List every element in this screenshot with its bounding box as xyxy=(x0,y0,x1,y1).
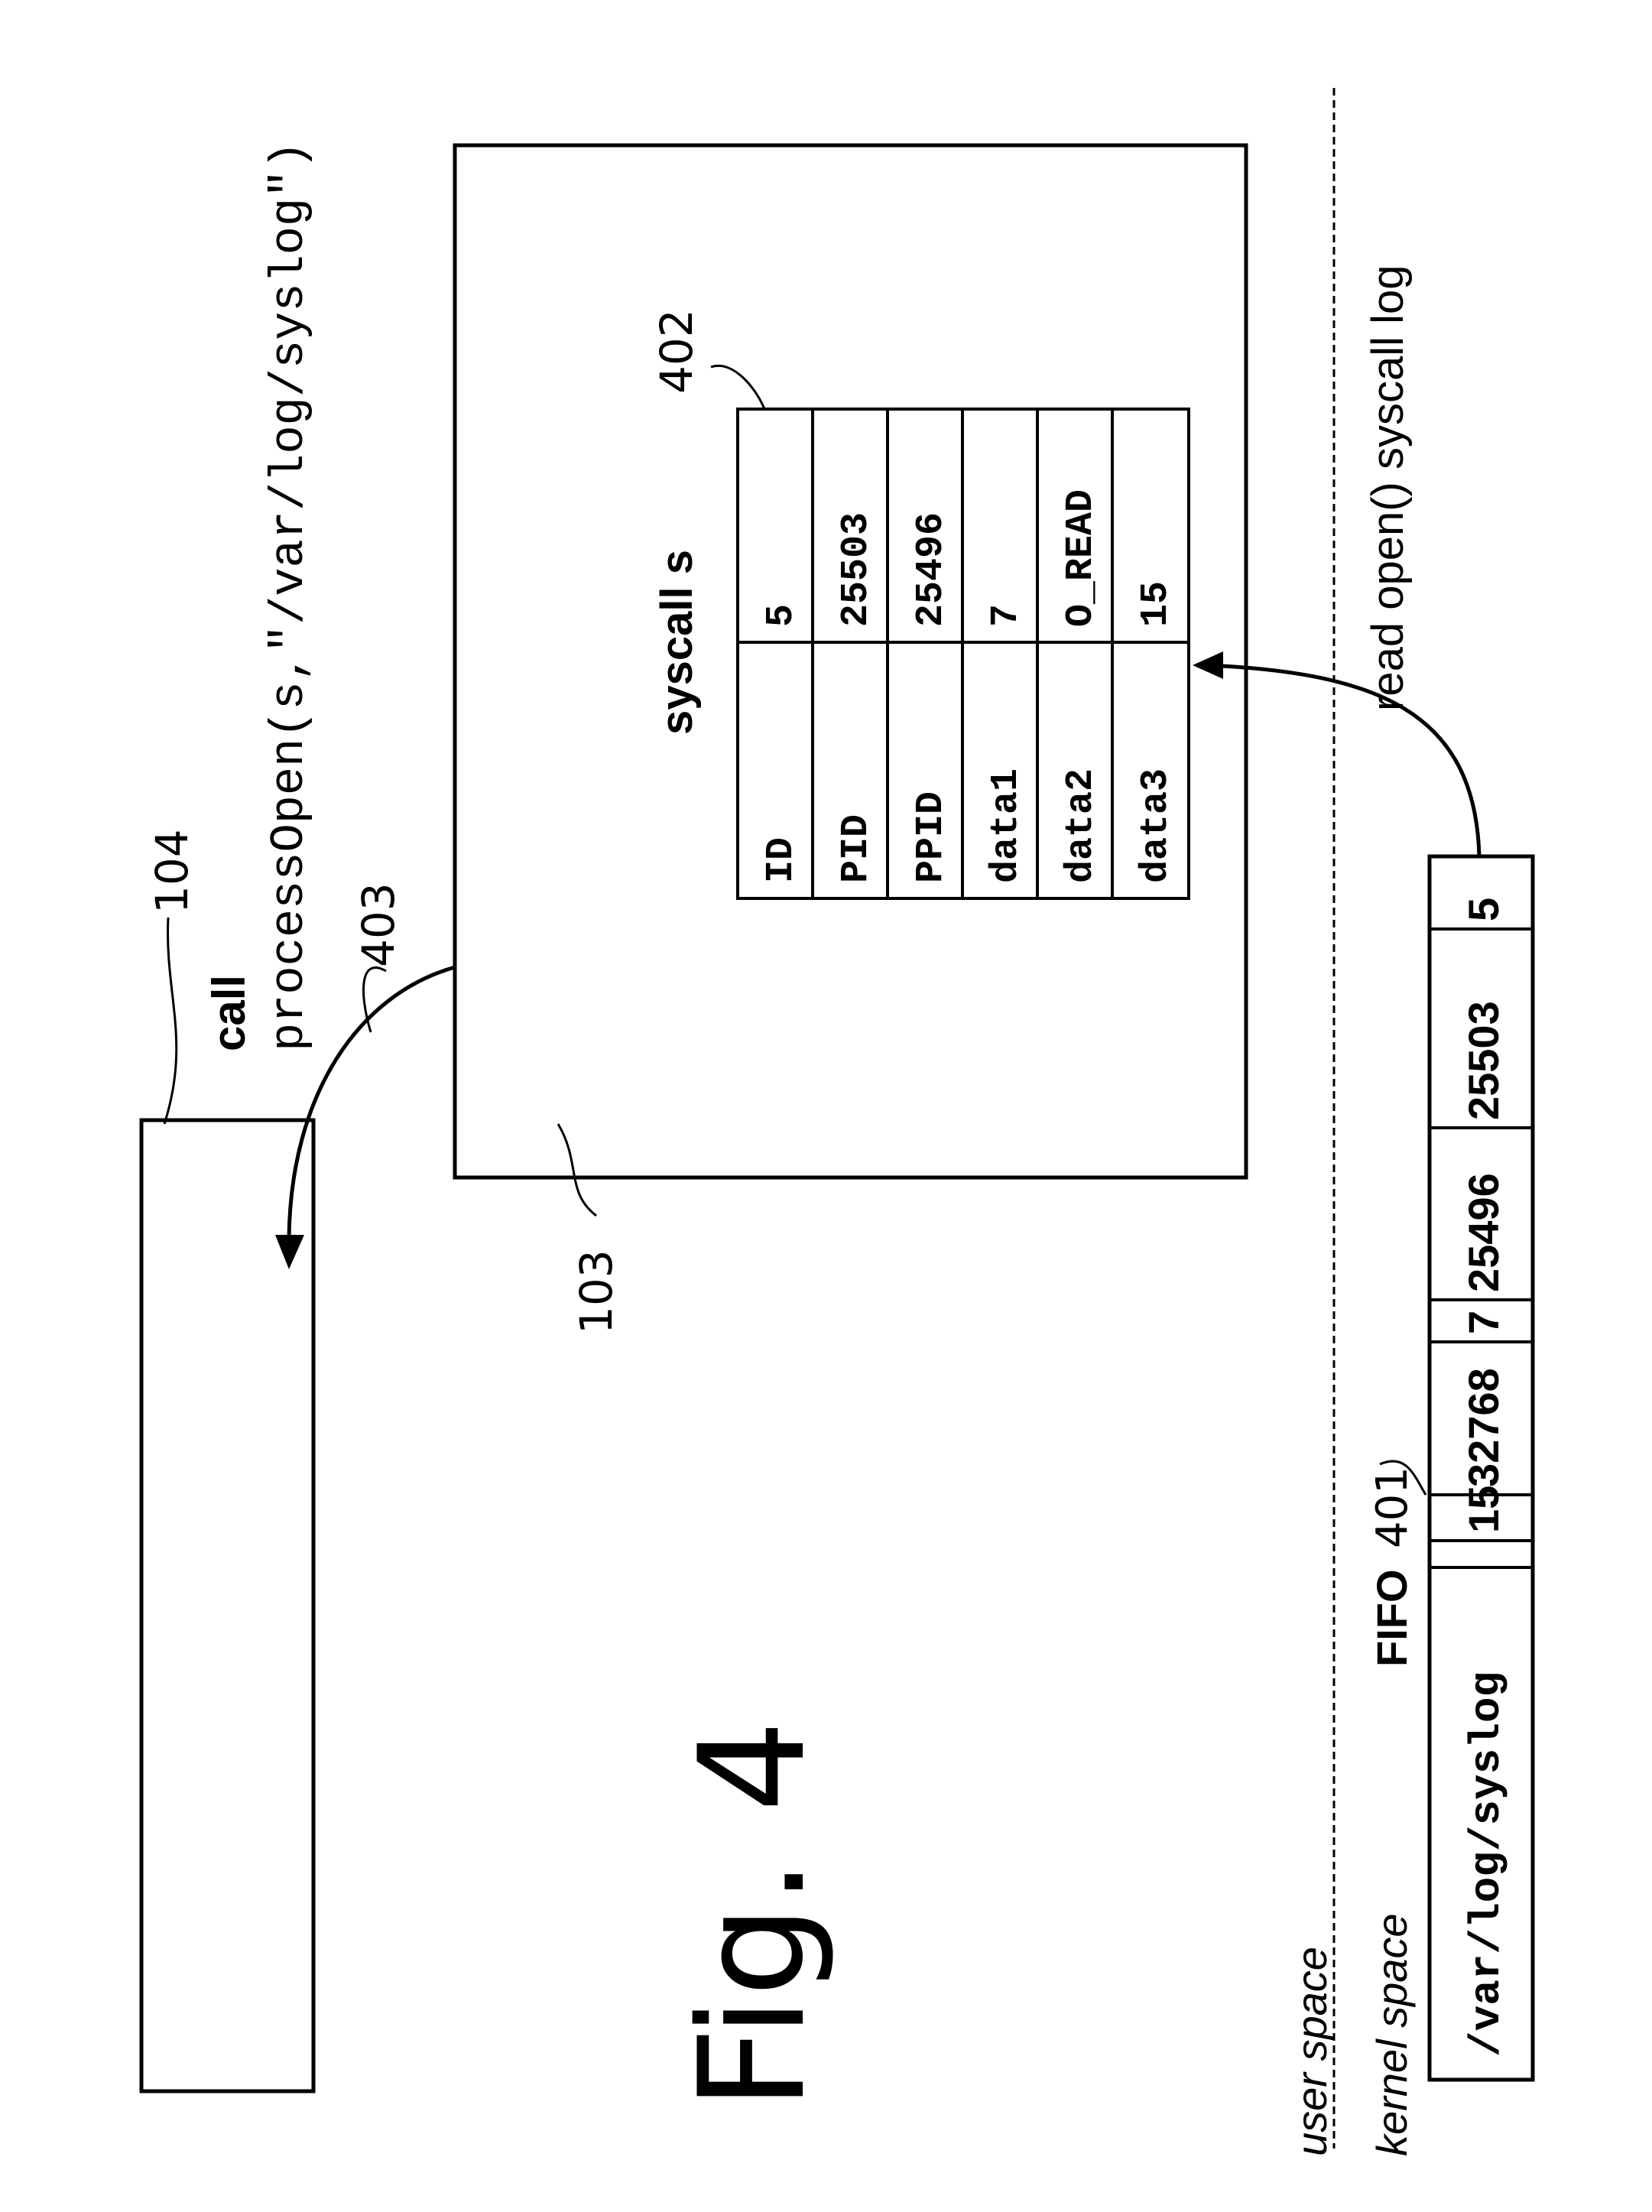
fifo-cell: 25503 xyxy=(1459,1001,1508,1120)
ref-103: 103 xyxy=(570,1249,622,1334)
table-field: ID xyxy=(760,837,803,883)
table-field: data1 xyxy=(985,768,1028,883)
call-word: call xyxy=(203,975,255,1051)
fifo-cell: /var/log/syslog xyxy=(1462,1671,1511,2057)
table-value: 15 xyxy=(1134,581,1178,627)
arrow-fifo-to-table xyxy=(1208,665,1479,856)
table-value: 25496 xyxy=(910,512,953,627)
leader-104 xyxy=(164,918,177,1124)
leader-103 xyxy=(558,1124,596,1216)
figure-label: Fig. 4 xyxy=(668,1720,837,2110)
syscall-table xyxy=(738,409,1189,898)
syscall-table-title: syscall s xyxy=(652,550,702,735)
table-value: 5 xyxy=(760,604,803,627)
leader-402 xyxy=(711,365,764,409)
table-field: PPID xyxy=(910,791,953,883)
ref-402: 402 xyxy=(651,309,703,394)
arrow-fifo-head xyxy=(1193,651,1223,679)
table-field: data2 xyxy=(1060,768,1103,883)
fifo-cell: 15 xyxy=(1459,1486,1508,1533)
fifo-cell: 32768 xyxy=(1459,1368,1508,1487)
fifo-cell: 25496 xyxy=(1459,1173,1508,1292)
ref-401: 401 xyxy=(1368,1467,1417,1548)
ref-403: 403 xyxy=(352,882,404,967)
table-field: data3 xyxy=(1134,768,1178,883)
read-syscall-log-label: read open() syscall log xyxy=(1363,265,1413,711)
table-value: 25503 xyxy=(835,512,878,627)
table-field: PID xyxy=(835,814,878,883)
call-text: processOpen(s,"/var/log/syslog") xyxy=(262,141,316,1051)
table-value: 7 xyxy=(985,604,1028,627)
table-value: O_READ xyxy=(1060,489,1103,627)
arrow-403-head xyxy=(275,1235,304,1269)
fifo-cell: 5 xyxy=(1459,898,1508,921)
box-103 xyxy=(455,145,1246,1177)
user-space-label: user space xyxy=(1287,1947,1336,2156)
fifo-cell: 7 xyxy=(1459,1311,1508,1334)
kernel-space-label: kernel space xyxy=(1368,1913,1416,2156)
fifo-title: FIFO xyxy=(1368,1569,1416,1667)
ref-104: 104 xyxy=(146,829,198,914)
